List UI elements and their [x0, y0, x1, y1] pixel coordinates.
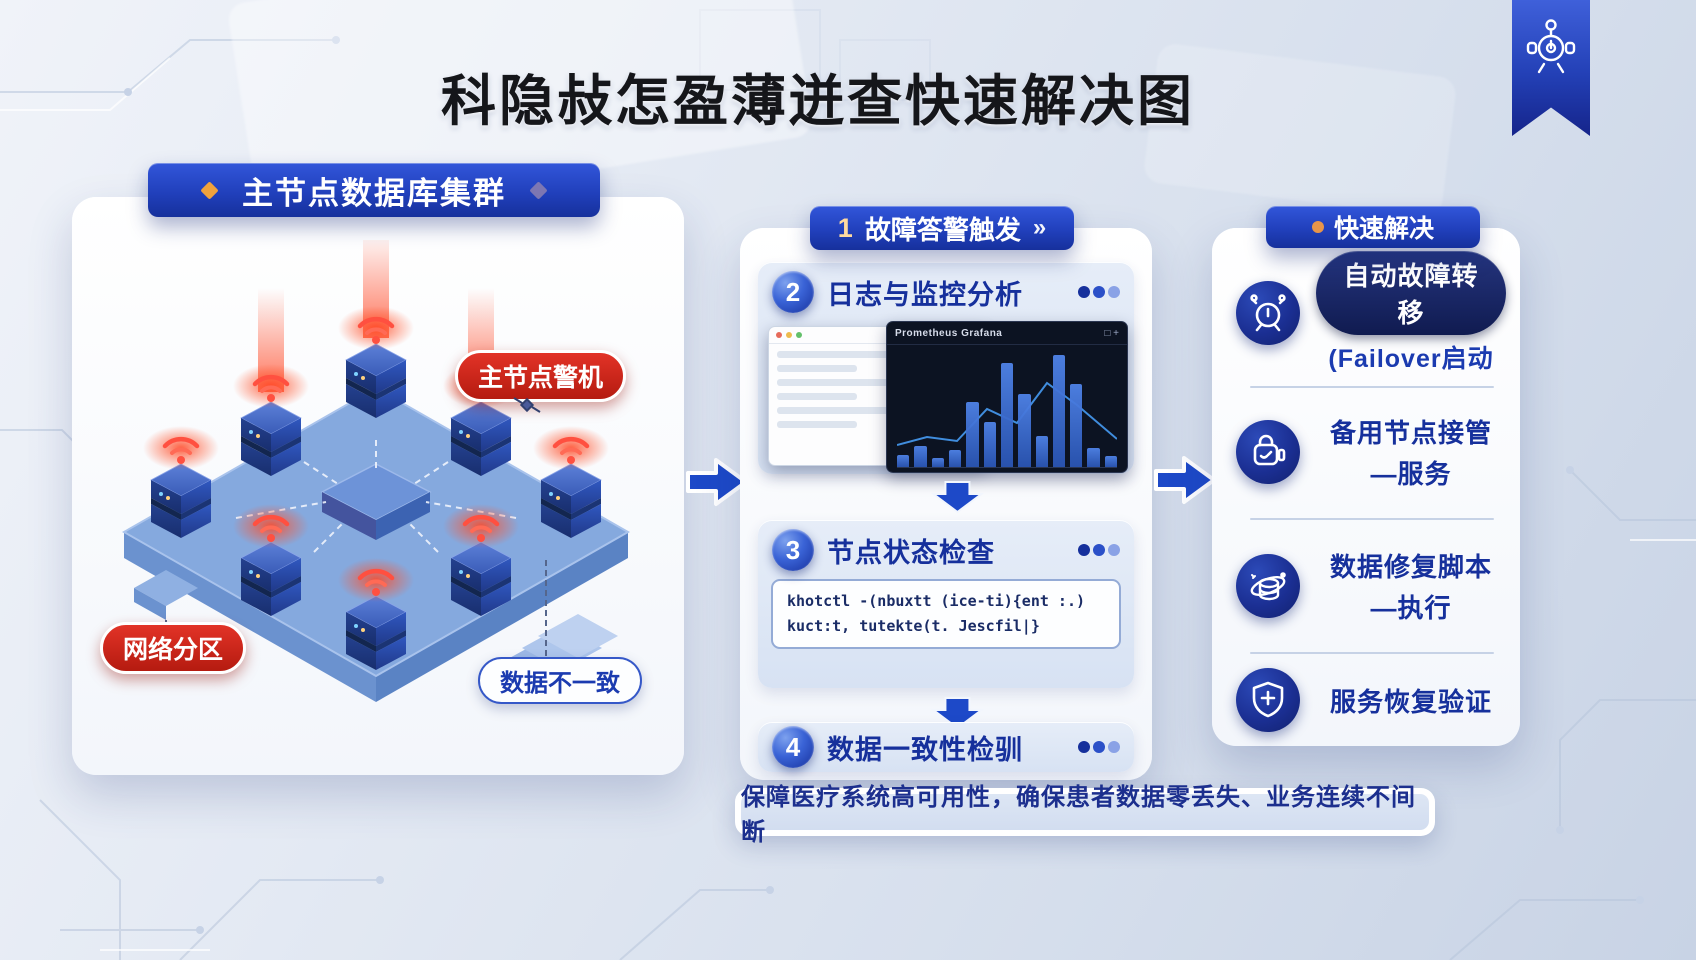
mini-chart-bar	[1087, 448, 1100, 467]
alarm-clock-icon	[1236, 281, 1300, 345]
window-dot-icon	[786, 332, 792, 338]
satellite-icon	[513, 397, 541, 413]
code-line: khotctl -(nbuxtt (ice-ti){ent :.)	[787, 592, 1086, 610]
solution-title: 服务恢复验证	[1329, 686, 1492, 717]
step-header: 3 节点状态检查	[758, 520, 1134, 575]
window-dot-icon	[796, 332, 802, 338]
diagnosis-panel: 2 日志与监控分析	[740, 228, 1152, 780]
window-controls: □ +	[1104, 327, 1119, 339]
alert-trigger-banner: 1 故障答警触发 »	[810, 206, 1074, 250]
solution-item-repair-script: 数据修复脚本 —执行	[1212, 534, 1520, 638]
mini-chart-bar	[1070, 384, 1083, 467]
dot-icon	[1311, 221, 1324, 233]
alert-trigger-label: 故障答警触发	[864, 214, 1021, 245]
solution-subtitle: —执行	[1370, 593, 1452, 623]
mini-chart-bar	[1000, 363, 1014, 467]
database-orbit-icon	[1236, 554, 1300, 618]
mini-chart-bar	[983, 422, 996, 467]
step-header: 4 数据一致性检驯	[758, 722, 1134, 772]
flow-arrow-down-icon	[931, 481, 984, 514]
mini-chart-bar	[897, 455, 910, 467]
solution-title: 自动故障转移	[1316, 251, 1506, 335]
code-line: kuct:t, tutekte(t. Jescfil|}	[787, 616, 1040, 635]
mini-chart-bar	[914, 445, 927, 467]
footer-banner: 保障医疗系统高可用性，确保患者数据零丢失、业务连续不间断	[735, 784, 1435, 846]
divider	[1250, 652, 1494, 654]
step-header: 2 日志与监控分析	[758, 262, 1134, 317]
chevrons-icon: »	[1032, 214, 1047, 241]
code-block: khotctl -(nbuxtt (ice-ti){ent :.) kuct:t…	[771, 579, 1121, 649]
pointer-line	[545, 560, 547, 656]
mini-chart-bar	[931, 457, 944, 467]
window-title: Prometheus Grafana	[895, 327, 1003, 339]
solution-item-verify: 服务恢复验证	[1212, 660, 1520, 740]
solution-item-failover: 自动故障转移 (Failover启动	[1212, 251, 1520, 373]
step-card-logs: 2 日志与监控分析	[758, 262, 1134, 474]
grafana-window: Prometheus Grafana □ +	[886, 321, 1128, 473]
cluster-banner: 主节点数据库集群	[148, 163, 600, 217]
label-master-down: 主节点警机	[455, 350, 627, 402]
flow-arrow-right-icon	[686, 458, 748, 506]
step-number-badge: 2	[772, 271, 814, 313]
diamond-icon	[200, 180, 219, 200]
solutions-banner: 快速解决	[1266, 206, 1480, 248]
step-card-node-check: 3 节点状态检查 khotctl -(nbuxtt (ice-ti){ent :…	[758, 520, 1134, 688]
label-network-partition: 网络分区	[100, 622, 247, 674]
page-title: 科隐敊怎盈薄迸查快速解决图	[440, 70, 1195, 132]
window-titlebar: Prometheus Grafana □ +	[887, 322, 1127, 345]
shield-check-icon	[1236, 668, 1300, 732]
window-dot-icon	[776, 332, 782, 338]
step-number: 1	[837, 212, 853, 243]
flow-arrow-right-icon	[1154, 456, 1216, 504]
briefcase-lock-icon	[1236, 420, 1300, 484]
solution-item-standby: 备用节点接管 —服务	[1212, 400, 1520, 504]
mini-chart-bar	[966, 402, 979, 467]
medical-bot-icon	[1526, 19, 1576, 74]
step-number-badge: 4	[772, 726, 814, 768]
flow-arrow-down-icon	[931, 697, 984, 730]
more-dots-icon	[1078, 741, 1120, 753]
mini-chart-bar	[1104, 456, 1118, 467]
mini-chart-bar	[1052, 354, 1066, 467]
diamond-icon	[529, 180, 548, 200]
step-title: 数据一致性检驯	[827, 734, 1023, 765]
step-card-consistency: 4 数据一致性检驯	[758, 722, 1134, 772]
mini-chart-bar	[1018, 393, 1031, 467]
footer-text: 保障医疗系统高可用性，确保患者数据零丢失、业务连续不间断	[741, 784, 1429, 846]
divider	[1250, 518, 1494, 520]
cluster-banner-label: 主节点数据库集群	[242, 175, 506, 211]
step-title: 节点状态检查	[827, 537, 995, 568]
more-dots-icon	[1078, 286, 1120, 298]
label-data-inconsistent: 数据不一致	[478, 657, 642, 704]
mini-chart-bar	[948, 450, 962, 467]
solution-subtitle: (Failover启动	[1328, 345, 1494, 373]
solution-title: 数据修复脚本	[1329, 552, 1492, 582]
more-dots-icon	[1078, 544, 1120, 556]
step-title: 日志与监控分析	[827, 279, 1023, 310]
step-number-badge: 3	[772, 529, 814, 571]
solutions-banner-label: 快速解决	[1333, 215, 1434, 243]
solution-title: 备用节点接管	[1329, 418, 1492, 448]
solution-subtitle: —服务	[1370, 459, 1452, 489]
monitoring-screenshot: Prometheus Grafana □ +	[768, 321, 1128, 473]
divider	[1250, 386, 1494, 388]
mini-bar-chart	[897, 349, 1118, 468]
window-titlebar	[769, 327, 985, 344]
mini-chart-bar	[1035, 436, 1048, 467]
solutions-panel: 自动故障转移 (Failover启动 备用节点接管 —服务	[1212, 228, 1520, 746]
